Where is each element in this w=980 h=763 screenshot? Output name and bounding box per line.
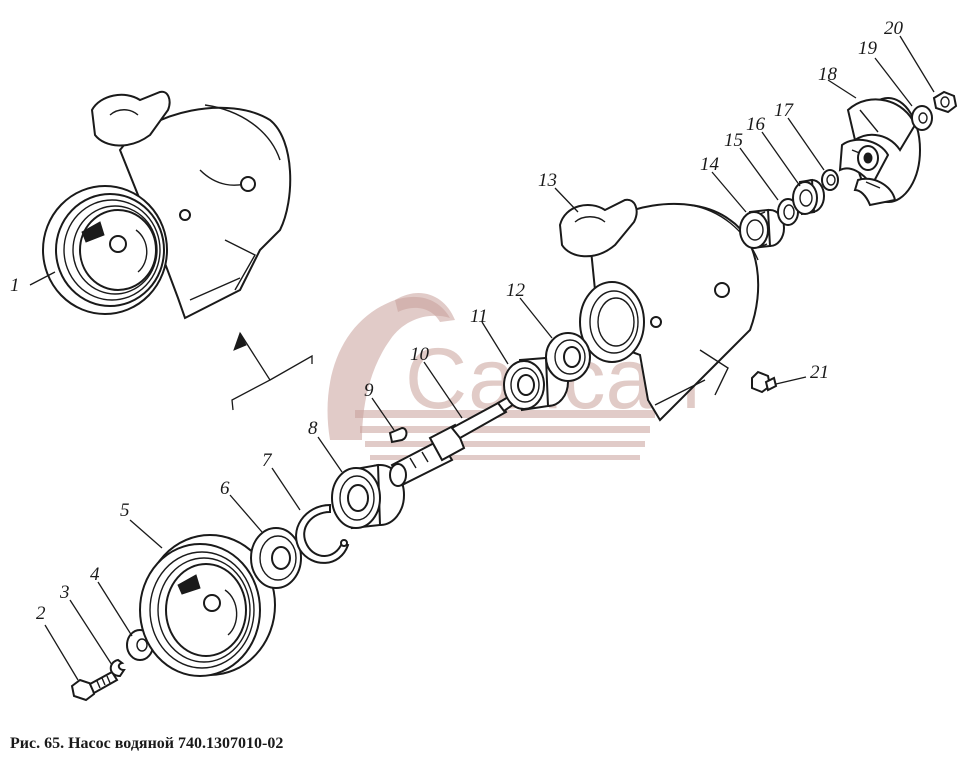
part-circlip xyxy=(295,503,350,564)
part-lock-washer xyxy=(109,658,126,678)
pump-housing xyxy=(558,198,760,422)
callout-18: 18 xyxy=(818,64,838,85)
part-oil-seal xyxy=(545,332,591,382)
callout-19: 19 xyxy=(858,38,878,59)
callout-15: 15 xyxy=(724,130,743,151)
callout-8: 8 xyxy=(308,418,318,439)
callout-21: 21 xyxy=(810,362,829,383)
callout-14: 14 xyxy=(700,154,720,175)
part-ring xyxy=(777,198,799,226)
part-key xyxy=(388,426,408,444)
part-thrust-washer xyxy=(250,527,302,589)
leader-lines xyxy=(29,35,935,681)
part-bolt xyxy=(70,670,119,702)
callout-9: 9 xyxy=(364,380,374,401)
part-shaft xyxy=(389,394,516,487)
callout-7: 7 xyxy=(262,450,273,471)
callout-5: 5 xyxy=(120,500,130,521)
callout-20: 20 xyxy=(884,18,904,39)
callout-numbers: 1 2 3 4 5 6 7 8 9 10 11 12 13 14 15 16 1… xyxy=(10,18,904,624)
callout-12: 12 xyxy=(506,280,526,301)
part-washer-19 xyxy=(911,105,933,131)
callout-10: 10 xyxy=(410,344,430,365)
part-seal-assembly xyxy=(739,208,785,250)
part-bushing xyxy=(792,178,825,216)
part-nut xyxy=(932,90,958,114)
assembly-arrow xyxy=(231,331,313,411)
callout-13: 13 xyxy=(538,170,557,191)
part-pulley xyxy=(139,534,276,677)
figure-caption: Рис. 65. Насос водяной 740.1307010-02 xyxy=(10,735,284,752)
part-washer-17 xyxy=(821,169,839,191)
callout-3: 3 xyxy=(59,582,70,603)
callout-17: 17 xyxy=(774,100,795,121)
part-drain-plug xyxy=(751,370,778,394)
assembled-pump xyxy=(42,90,292,320)
callout-11: 11 xyxy=(470,306,488,327)
callout-16: 16 xyxy=(746,114,766,135)
callout-4: 4 xyxy=(90,564,100,585)
part-impeller xyxy=(838,97,921,207)
callout-6: 6 xyxy=(220,478,230,499)
callout-1: 1 xyxy=(10,275,20,296)
part-bearing-rear xyxy=(503,356,569,412)
callout-2: 2 xyxy=(36,603,46,624)
